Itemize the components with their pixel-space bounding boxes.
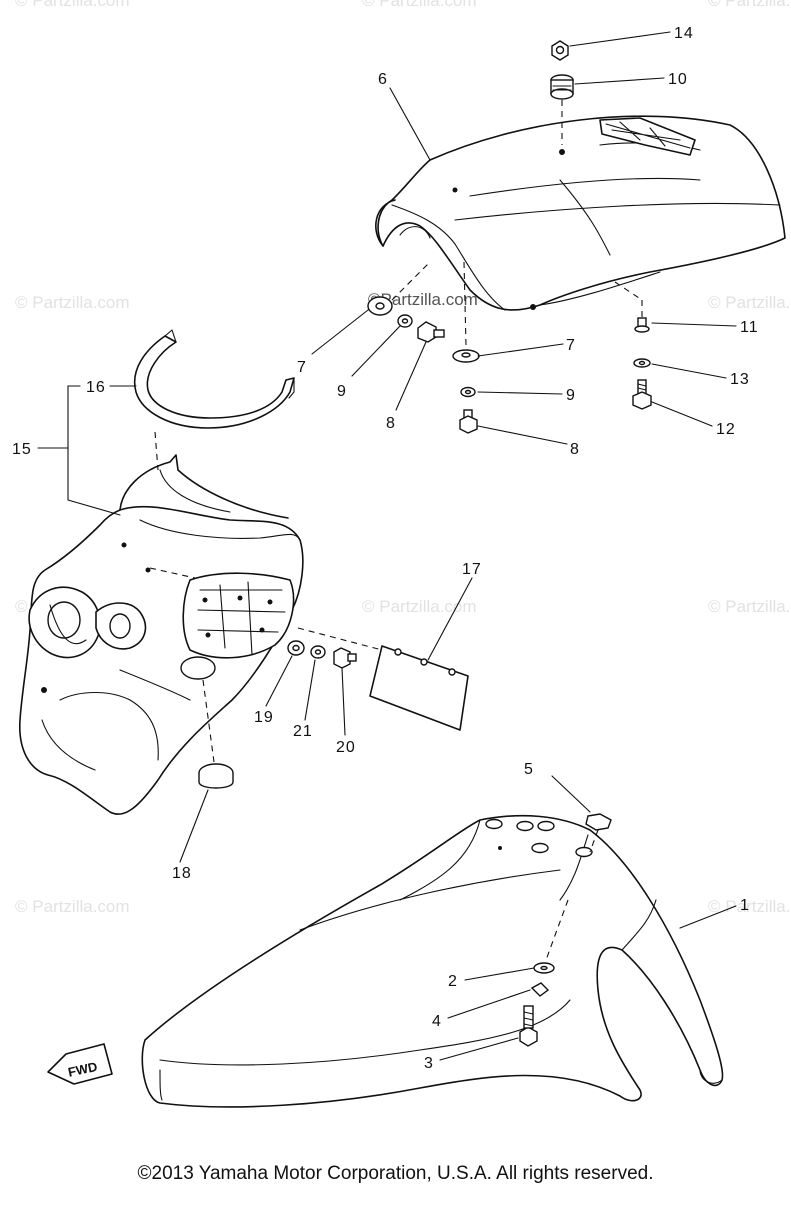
grommet-10 — [550, 74, 574, 100]
callout-18: 18 — [172, 865, 192, 882]
callout-9-center: 9 — [566, 387, 576, 404]
callout-3: 3 — [424, 1055, 434, 1072]
callout-13: 13 — [730, 371, 750, 388]
watermark: © Partzilla.com — [708, 293, 791, 312]
callout-7-left: 7 — [297, 359, 307, 376]
copyright-notice: ©2013 Yamaha Motor Corporation, U.S.A. A… — [137, 1163, 654, 1184]
watermark: © Partzilla.com — [15, 897, 130, 916]
washer-7-center — [452, 349, 480, 363]
callout-15: 15 — [12, 441, 32, 458]
leader-lines — [37, 31, 737, 1061]
callout-6: 6 — [378, 71, 388, 88]
callout-2: 2 — [448, 973, 458, 990]
fwd-label: FWD — [67, 1059, 99, 1080]
bolt-11 — [634, 317, 650, 333]
washer-2 — [533, 962, 555, 974]
front-fender — [141, 814, 724, 1108]
watermark: © Partzilla.com — [362, 0, 477, 10]
washer-9-left — [397, 314, 413, 328]
forward-arrow-icon: FWD — [47, 1043, 113, 1085]
watermark: © Partzilla.com — [708, 0, 791, 10]
callout-12: 12 — [716, 421, 736, 438]
nut-5 — [585, 813, 612, 831]
grommet-18 — [198, 763, 234, 789]
callout-11: 11 — [740, 319, 759, 336]
watermark: © Partzilla.com — [15, 0, 130, 10]
callout-21: 21 — [293, 723, 313, 740]
washer-7-left — [367, 296, 393, 316]
rear-fender — [375, 115, 786, 311]
callout-17: 17 — [462, 561, 482, 578]
callout-8-center: 8 — [570, 441, 580, 458]
washer-4 — [530, 982, 550, 997]
washer-13 — [633, 358, 651, 368]
nut-14 — [551, 40, 569, 61]
bolt-12 — [632, 379, 652, 410]
callout-9-left: 9 — [337, 383, 347, 400]
watermark: © Partzilla.com — [708, 597, 791, 616]
bolt-8-left — [417, 321, 445, 343]
callout-19: 19 — [254, 709, 274, 726]
callout-8-left: 8 — [386, 415, 396, 432]
watermark: © Partzilla.com — [708, 897, 791, 916]
bolt-3 — [519, 1005, 538, 1047]
headlight-cover — [19, 454, 304, 815]
bolt-20 — [333, 647, 357, 669]
callout-20: 20 — [336, 739, 356, 756]
callout-1: 1 — [740, 897, 750, 914]
callout-7-center: 7 — [566, 337, 576, 354]
rear-fender-hardware — [367, 40, 652, 434]
callout-10: 10 — [668, 71, 688, 88]
watermark: © Partzilla.com — [15, 293, 130, 312]
washer-9-center — [460, 386, 476, 398]
callout-5: 5 — [524, 761, 534, 778]
watermark: © Partzilla.com — [362, 597, 477, 616]
number-plate — [369, 645, 469, 731]
callout-labels: 14 10 6 7 9 8 7 9 8 11 13 12 16 15 17 19… — [12, 25, 759, 1072]
watermark: ©Partzilla.com — [368, 290, 478, 309]
washer-21 — [310, 645, 326, 659]
clamp-band — [133, 329, 295, 429]
front-fender-hardware — [519, 813, 612, 1047]
callout-4: 4 — [432, 1013, 442, 1030]
washer-19 — [287, 640, 305, 656]
callout-16: 16 — [86, 379, 106, 396]
bolt-8-center — [459, 409, 478, 434]
callout-14: 14 — [674, 25, 694, 42]
